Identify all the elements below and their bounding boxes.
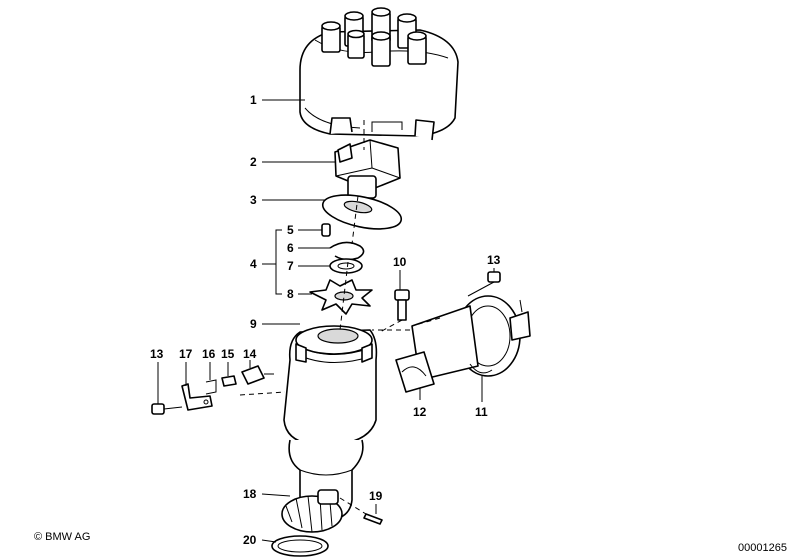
- label-20: 20: [243, 533, 257, 547]
- part-labels: 1 2 3 4 5 6 7 8 9 10 11 12 13 13 14 15 1…: [150, 93, 501, 547]
- screw-10: [394, 289, 410, 321]
- distributor-housing: [283, 325, 378, 521]
- label-6: 6: [287, 241, 294, 255]
- leader-lines: [157, 99, 495, 543]
- drive-gear: [281, 489, 343, 533]
- spring-clip-16: [205, 379, 217, 395]
- label-19: 19: [369, 489, 383, 503]
- label-5: 5: [287, 223, 294, 237]
- label-2: 2: [250, 155, 257, 169]
- reluctor-star: [309, 279, 373, 315]
- rotor: [334, 139, 401, 199]
- dust-shield: [321, 194, 403, 230]
- label-3: 3: [250, 193, 257, 207]
- label-1: 1: [250, 93, 257, 107]
- screw-13-left: [151, 403, 183, 415]
- label-13-left: 13: [150, 347, 164, 361]
- label-15: 15: [221, 347, 235, 361]
- clip-14: [241, 365, 274, 385]
- washer: [329, 258, 363, 274]
- label-9: 9: [250, 317, 257, 331]
- label-13-right: 13: [487, 253, 501, 267]
- block-15: [221, 375, 237, 387]
- gear-pin: [363, 513, 383, 525]
- copyright-text: © BMW AG: [34, 531, 90, 543]
- label-12: 12: [413, 405, 427, 419]
- label-16: 16: [202, 347, 216, 361]
- distributor-cap: [299, 7, 459, 141]
- assembly-lines: [239, 120, 441, 515]
- bracket-12: [395, 351, 435, 393]
- label-17: 17: [179, 347, 193, 361]
- label-8: 8: [287, 287, 294, 301]
- label-4: 4: [250, 257, 257, 271]
- label-7: 7: [287, 259, 294, 273]
- screw-13-right: [467, 271, 501, 297]
- circlip-upper: [329, 241, 365, 261]
- label-18: 18: [243, 487, 257, 501]
- o-ring: [271, 535, 329, 557]
- vacuum-unit: [411, 295, 531, 381]
- label-11: 11: [475, 405, 488, 419]
- label-10: 10: [393, 255, 407, 269]
- label-14: 14: [243, 347, 257, 361]
- small-pin: [321, 223, 331, 237]
- plate-17: [181, 383, 213, 411]
- image-number: 00001265: [738, 542, 787, 554]
